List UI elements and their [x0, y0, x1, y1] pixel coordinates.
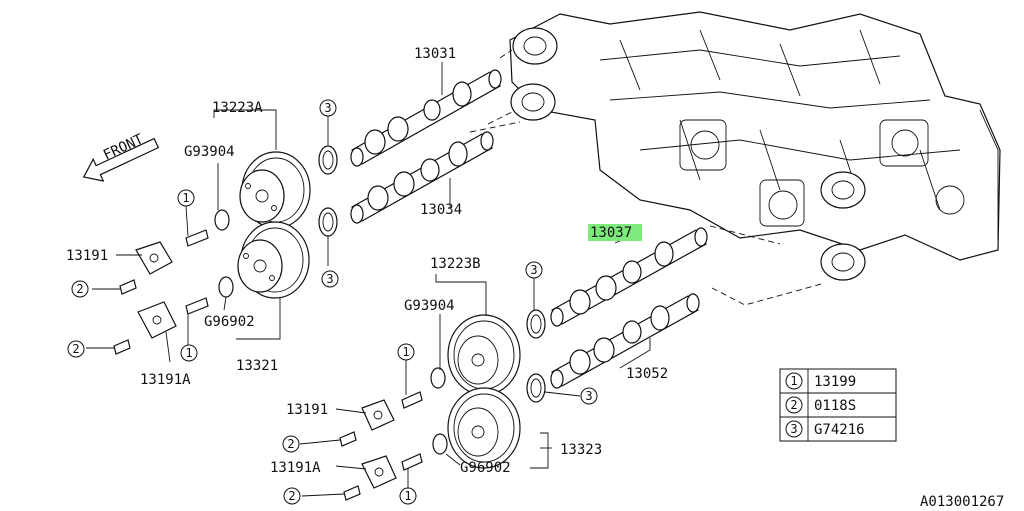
callout-3-lower-b: 3 — [580, 387, 598, 405]
legend-row-2: 2 0118S — [785, 396, 856, 414]
cylinder-head — [509, 11, 1001, 281]
svg-text:3: 3 — [530, 263, 537, 277]
label-13323: 13323 — [560, 442, 602, 458]
sprocket-13321 — [237, 221, 310, 299]
svg-text:3: 3 — [790, 422, 797, 436]
svg-text:13199: 13199 — [814, 374, 856, 390]
svg-text:2: 2 — [287, 437, 294, 451]
svg-text:1: 1 — [182, 191, 189, 205]
svg-text:1: 1 — [404, 489, 411, 503]
diagram-id: A013001267 — [920, 494, 1004, 510]
callout-2-lower-b: 2 — [283, 487, 301, 505]
svg-text:3: 3 — [326, 272, 333, 286]
leader-lines — [86, 62, 651, 497]
label-13052: 13052 — [626, 366, 668, 382]
label-13031: 13031 — [414, 46, 456, 62]
svg-text:2: 2 — [76, 282, 83, 296]
svg-text:0118S: 0118S — [814, 398, 856, 414]
front-arrow — [82, 137, 160, 182]
label-13223B: 13223B — [430, 256, 481, 272]
callout-2-upper-a: 2 — [71, 280, 89, 298]
label-13191A-upper: 13191A — [140, 372, 191, 388]
label-13191-lower: 13191 — [286, 402, 328, 418]
label-13191-upper: 13191 — [66, 248, 108, 264]
legend-table: 1 13199 2 0118S 3 G74216 — [779, 368, 897, 442]
svg-text:2: 2 — [790, 398, 797, 412]
label-G96902-upper: G96902 — [204, 314, 255, 330]
svg-text:1: 1 — [402, 345, 409, 359]
label-13037: 13037 — [590, 225, 632, 241]
label-G93904-upper: G93904 — [184, 144, 235, 160]
legend-row-3: 3 G74216 — [785, 420, 865, 438]
sprocket-13223B — [447, 314, 521, 396]
svg-text:1: 1 — [185, 346, 192, 360]
camshaft-13031 — [350, 69, 502, 167]
camshaft-13052 — [550, 293, 700, 389]
svg-text:3: 3 — [585, 389, 592, 403]
callout-3-upper-a: 3 — [319, 99, 337, 117]
callout-2-lower-a: 2 — [282, 435, 300, 453]
legend-row-1: 1 13199 — [785, 372, 856, 390]
svg-text:3: 3 — [324, 101, 331, 115]
label-13191A-lower: 13191A — [270, 460, 321, 476]
callout-3-upper-b: 3 — [321, 270, 339, 288]
callout-1-lower-a: 1 — [397, 343, 415, 361]
camshaft-13037 — [550, 227, 708, 327]
label-13223A: 13223A — [212, 100, 263, 116]
callout-2-upper-b: 2 — [67, 340, 85, 358]
svg-text:G74216: G74216 — [814, 422, 865, 438]
label-G96902-lower: G96902 — [460, 460, 511, 476]
part-labels: 13031 13223A G93904 13034 13191 G96902 1… — [66, 46, 668, 476]
sprocket-13223A — [239, 151, 311, 229]
svg-text:1: 1 — [790, 374, 797, 388]
camshaft-13034 — [350, 131, 494, 224]
callout-3-lower-a: 3 — [525, 261, 543, 279]
sprocket-13323 — [447, 387, 521, 469]
svg-text:2: 2 — [72, 342, 79, 356]
label-13321: 13321 — [236, 358, 278, 374]
callout-1-upper-a: 1 — [177, 189, 195, 207]
svg-text:2: 2 — [288, 489, 295, 503]
highlight-13037 — [588, 224, 642, 241]
callout-1-upper-b: 1 — [180, 344, 198, 362]
callout-1-lower-b: 1 — [399, 487, 417, 505]
label-13034: 13034 — [420, 202, 462, 218]
label-G93904-lower: G93904 — [404, 298, 455, 314]
